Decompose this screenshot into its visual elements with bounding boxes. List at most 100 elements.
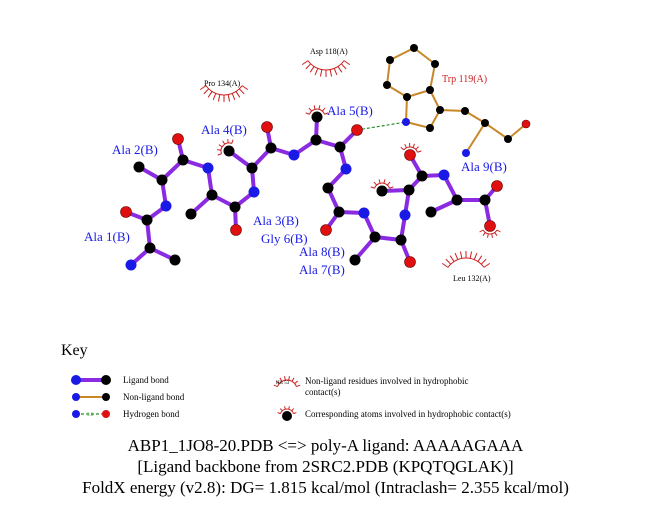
- ligand-atom: [185, 208, 197, 220]
- ligand-atom: [229, 201, 241, 213]
- nonligand-atom: [521, 119, 531, 129]
- nonligand-label-trp119: Trp 119(A): [442, 74, 487, 85]
- nonligand-bond: [484, 122, 509, 140]
- contact-label-leu132: Leu 132(A): [453, 274, 491, 283]
- ligand-atom: [206, 189, 218, 201]
- atom-contact-arc: [305, 105, 329, 115]
- ligand-atom: [133, 161, 145, 173]
- key-ligand-bond-label: Ligand bond: [123, 375, 169, 385]
- ligand-atom: [311, 111, 323, 123]
- ligand-atom: [376, 185, 388, 197]
- nonligand-atom: [386, 56, 394, 64]
- ligand-atom: [484, 220, 496, 232]
- atom-contact-arc: [479, 229, 501, 238]
- ligand-atom: [333, 206, 345, 218]
- nonligand-bond: [386, 59, 391, 86]
- ligand-label-gly6: Gly 6(B): [261, 231, 308, 246]
- ligand-atom: [416, 170, 428, 182]
- ligand-atom: [425, 206, 437, 218]
- ligand-atom: [404, 256, 416, 268]
- ligand-label-ala3: Ala 3(B): [253, 213, 299, 228]
- ligand-atom: [395, 234, 407, 246]
- ligand-atom: [160, 200, 172, 212]
- hydrophobic-contact-arcs: [199, 60, 501, 268]
- atoms: [120, 44, 531, 271]
- key-hydrogen-bond-label: Hydrogen bond: [123, 409, 180, 419]
- nonligand-atom: [436, 106, 444, 114]
- key-hydrophobic-example: His 53: [276, 381, 290, 386]
- contact-label-pro134: Pro 134(A): [204, 79, 241, 88]
- key-hydrophobic-residues-line2: contact(s): [305, 387, 340, 397]
- ligand-atom: [288, 149, 300, 161]
- ligand-atom: [261, 121, 273, 133]
- ligand-atom: [202, 162, 214, 174]
- key-atom: [282, 411, 292, 421]
- nonligand-atom: [426, 124, 434, 132]
- ligand-atom: [340, 163, 352, 175]
- ligand-atom: [322, 182, 334, 194]
- nonligand-atom: [403, 93, 411, 101]
- nonligand-atom: [426, 86, 434, 94]
- nonligand-bond: [389, 47, 415, 61]
- key-nonligand-bond: [72, 393, 110, 401]
- key-ligand-bond: [71, 375, 111, 385]
- hydrophobic-arc-leu132: [441, 251, 491, 268]
- nonligand-atom: [462, 149, 470, 157]
- ligand-label-ala2: Ala 2(B): [112, 142, 158, 157]
- ligand-label-ala5: Ala 5(B): [327, 103, 373, 118]
- ligand-atom: [265, 142, 277, 154]
- hydrophobic-arc-pro134: [199, 85, 249, 102]
- key-contact-atom-icon: [277, 406, 297, 421]
- nonligand-bond: [405, 96, 408, 123]
- key-nonligand-bond-label: Non-ligand bond: [123, 392, 185, 402]
- nonligand-atom: [481, 119, 489, 127]
- ligand-atom: [451, 194, 463, 206]
- key-hydrogen-bond: 3.0: [72, 410, 110, 418]
- ligand-atom: [491, 180, 503, 192]
- caption-line-3: FoldX energy (v2.8): DG= 1.815 kcal/mol …: [82, 478, 569, 497]
- ligand-atom: [310, 134, 322, 146]
- ligand-atom: [141, 214, 153, 226]
- nonligand-atom: [504, 135, 512, 143]
- atom-contact-arc: [217, 139, 234, 156]
- key-corresponding-atoms: Corresponding atoms involved in hydropho…: [305, 409, 511, 419]
- atom-contact-arc: [400, 142, 422, 153]
- ligand-atom: [358, 207, 370, 219]
- ligand-atom: [438, 169, 450, 181]
- key-atom-arc: [277, 406, 297, 415]
- nonligand-bond: [465, 122, 486, 154]
- ligand-label-ala4: Ala 4(B): [201, 122, 247, 137]
- nonligand-bond: [439, 109, 466, 112]
- nonligand-atom: [402, 118, 410, 126]
- nonligand-atom: [461, 107, 469, 115]
- key-title: Key: [61, 342, 88, 359]
- ligand-label-ala8: Ala 8(B): [299, 244, 345, 259]
- ligand-atom: [223, 145, 235, 157]
- atom-contact-arc: [370, 179, 394, 189]
- nonligand-bond: [406, 89, 431, 98]
- key-hbond-length: 3.0: [87, 413, 94, 418]
- ligand-atom: [351, 124, 363, 136]
- hydrophobic-arc-asp118: [301, 60, 351, 77]
- ligand-atom: [177, 154, 189, 166]
- ligand-atom: [169, 254, 181, 266]
- ligand-atom: [144, 242, 156, 254]
- nonligand-atom: [431, 60, 439, 68]
- ligand-atom: [246, 162, 258, 174]
- ligand-atom: [349, 254, 361, 266]
- ligand-atom: [248, 186, 260, 198]
- ligand-atom: [403, 184, 415, 196]
- ligand-atom: [320, 224, 332, 236]
- ligand-atom: [125, 259, 137, 271]
- nonligand-atom: [410, 44, 418, 52]
- key-hydrophobic-residues-line1: Non-ligand residues involved in hydropho…: [305, 376, 468, 386]
- ligand-label-ala7: Ala 7(B): [299, 262, 345, 277]
- ligand-atom: [172, 133, 184, 145]
- ligand-atom: [369, 231, 381, 243]
- key-arc: [273, 376, 301, 388]
- ligand-atom: [156, 174, 168, 186]
- ligand-label-ala9: Ala 9(B): [461, 159, 507, 174]
- hydrogen-bond: [356, 121, 407, 131]
- nonligand-atom: [383, 81, 391, 89]
